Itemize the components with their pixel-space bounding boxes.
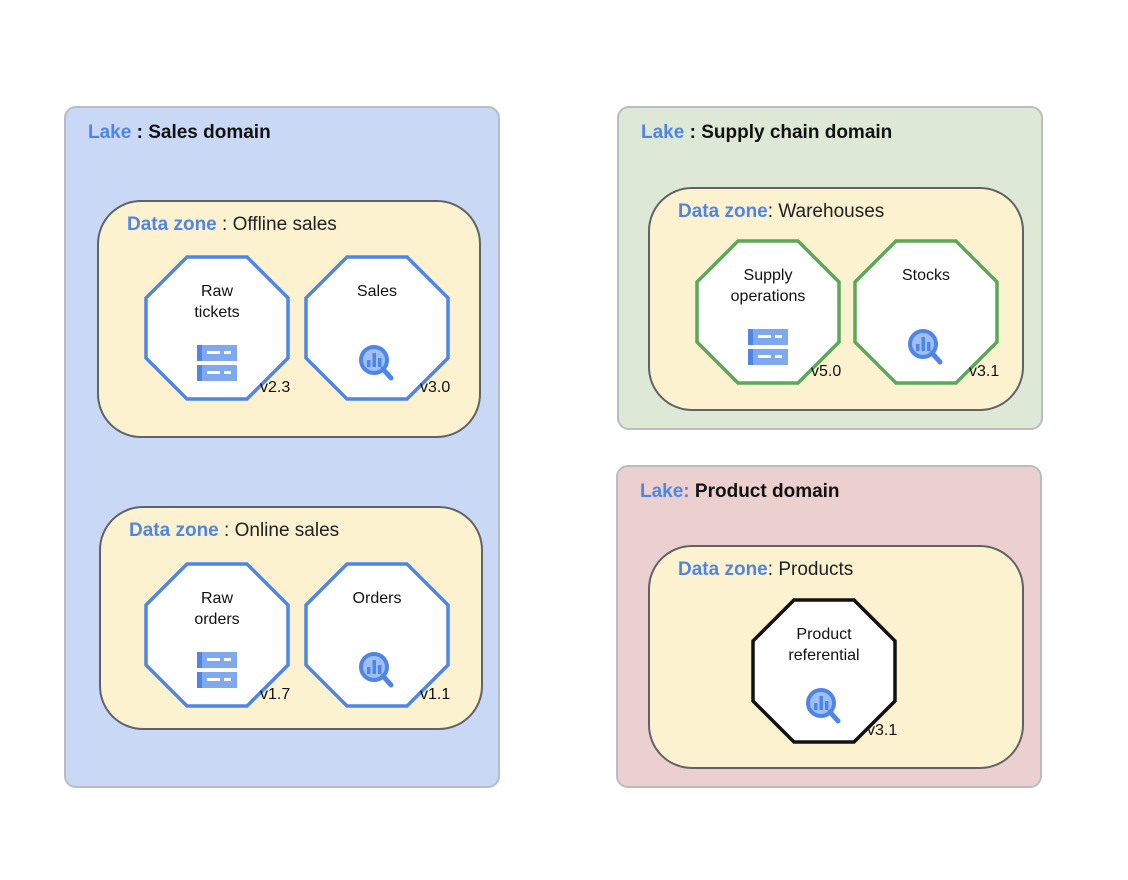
lake-name: Supply chain domain	[701, 122, 893, 143]
lake-sales-domain: Lake : Sales domain Data zone : Offline …	[64, 106, 500, 788]
zone-title: Data zone : Offline sales	[127, 214, 337, 236]
zone-separator: :	[218, 520, 235, 541]
asset-version: v1.7	[260, 686, 291, 703]
storage-icon	[197, 652, 237, 688]
lake-title: Lake : Sales domain	[88, 122, 271, 144]
zone-separator: :	[767, 559, 779, 580]
octagon-shape	[304, 562, 450, 708]
lake-name: Product domain	[694, 481, 840, 502]
storage-icon	[197, 345, 237, 381]
bigquery-icon	[359, 345, 394, 381]
lake-title: Lake: Product domain	[640, 481, 840, 503]
lake-separator: :	[684, 122, 702, 143]
zone-name: Warehouses	[778, 201, 885, 222]
asset-node[interactable]: Raw orders v1.7	[144, 562, 290, 708]
asset-name: Raw orders	[194, 590, 240, 628]
octagon-shape	[695, 239, 841, 385]
zone-name: Offline sales	[232, 214, 337, 235]
zone-warehouses: Data zone: Warehouses Supply operations v…	[648, 187, 1024, 411]
zone-offline-sales: Data zone : Offline sales Raw tickets v2.…	[97, 200, 481, 438]
zone-title: Data zone : Online sales	[129, 520, 339, 542]
asset-name: Sales	[356, 283, 398, 300]
lake-name: Sales domain	[148, 122, 271, 143]
zone-title: Data zone: Warehouses	[678, 201, 884, 223]
bigquery-icon	[806, 688, 841, 724]
asset-node[interactable]: Stocks v3.1	[853, 239, 999, 385]
bigquery-icon	[908, 329, 943, 365]
asset-version: v3.1	[969, 363, 1000, 380]
zone-products: Data zone: Products Product referential v…	[648, 545, 1024, 769]
asset-name: Raw tickets	[194, 283, 240, 321]
zone-separator: :	[767, 201, 779, 222]
lake-product-domain: Lake: Product domain Data zone: Products…	[616, 465, 1042, 788]
zone-keyword: Data zone	[129, 520, 219, 541]
asset-name: Orders	[352, 590, 402, 607]
zone-keyword: Data zone	[678, 559, 768, 580]
lake-keyword: Lake	[641, 122, 685, 143]
asset-name: Product referential	[788, 626, 860, 664]
octagon-shape	[304, 255, 450, 401]
lake-separator: :	[131, 122, 149, 143]
asset-node[interactable]: Supply operations v5.0	[695, 239, 841, 385]
lake-title: Lake : Supply chain domain	[641, 122, 892, 144]
lake-supply-chain-domain: Lake : Supply chain domain Data zone: Wa…	[617, 106, 1043, 430]
asset-version: v1.1	[420, 686, 451, 703]
asset-version: v3.0	[420, 379, 451, 396]
octagon-shape	[751, 598, 897, 744]
zone-keyword: Data zone	[127, 214, 217, 235]
octagon-shape	[144, 255, 290, 401]
zone-title: Data zone: Products	[678, 559, 853, 581]
asset-version: v3.1	[867, 722, 898, 739]
lake-keyword: Lake:	[640, 481, 690, 502]
asset-version: v5.0	[811, 363, 842, 380]
lake-keyword: Lake	[88, 122, 132, 143]
storage-icon	[748, 329, 788, 365]
zone-keyword: Data zone	[678, 201, 768, 222]
asset-version: v2.3	[260, 379, 291, 396]
asset-node[interactable]: Orders v1.1	[304, 562, 450, 708]
zone-name: Products	[778, 559, 854, 580]
bigquery-icon	[359, 652, 394, 688]
zone-separator: :	[216, 214, 233, 235]
zone-name: Online sales	[234, 520, 340, 541]
asset-name: Stocks	[901, 267, 950, 284]
octagon-shape	[853, 239, 999, 385]
asset-name: Supply operations	[730, 267, 806, 305]
asset-node[interactable]: Sales v3.0	[304, 255, 450, 401]
asset-node[interactable]: Raw tickets v2.3	[144, 255, 290, 401]
octagon-shape	[144, 562, 290, 708]
asset-node[interactable]: Product referential v3.1	[751, 598, 897, 744]
